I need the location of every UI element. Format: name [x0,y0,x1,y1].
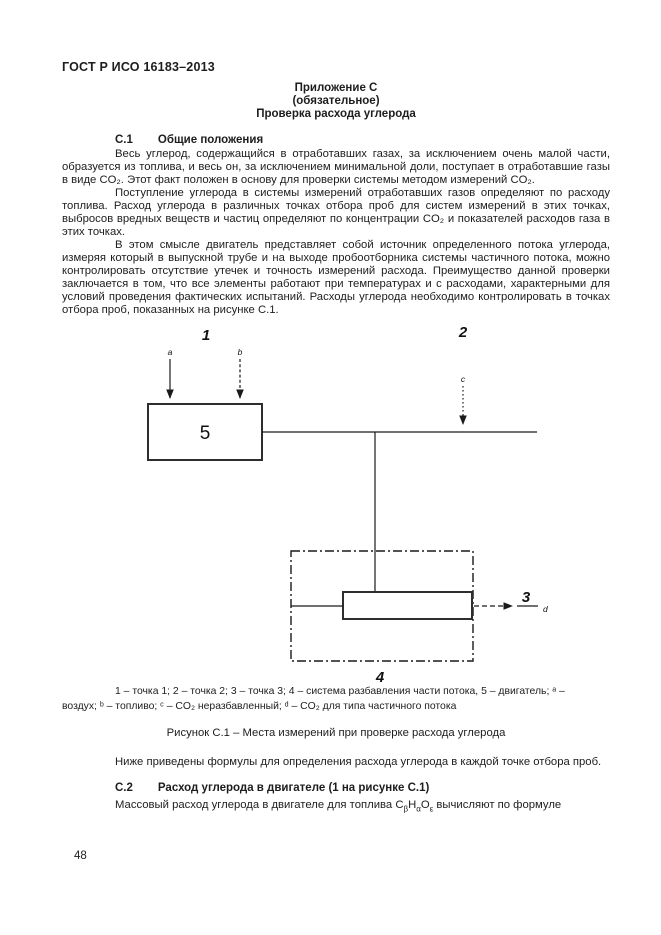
appendix-name: Проверка расхода углерода [256,108,416,120]
point-2-label: 2 [458,325,468,341]
section-c1-body: Весь углерод, содержащийся в отработавши… [62,148,610,317]
paragraph: В этом смысле двигатель представляет соб… [62,239,610,316]
point-3-label: 3 [522,589,531,606]
dilution-system-label: 4 [375,669,385,685]
figure-c1-diagram: 1 2 a b 5 c 3 d 4 [147,325,548,685]
appendix-title-block: Приложение С (обязательное) Проверка рас… [62,82,610,121]
appendix-subtitle: (обязательное) [292,95,380,107]
c2-paragraph-prefix: Массовый расход углерода в двигателе для… [115,799,396,811]
fuel-inlet-label: b [238,347,243,357]
section-c1-heading: С.1 Общие положения [115,134,263,146]
document-header: ГОСТ Р ИСО 16183–2013 [62,60,215,74]
formula-element: O [420,799,430,811]
air-inlet-label: a [168,347,173,357]
fuel-formula: CβHαOε [395,799,434,814]
c2-paragraph-suffix: вычисляют по формуле [433,799,562,811]
section-c2-heading: С.2 Расход углерода в двигателе (1 на рис… [115,782,429,794]
raw-co2-probe-label: c [461,374,466,384]
section-c1-number: С.1 [115,134,133,146]
diluted-co2-label: d [543,604,548,614]
appendix-title: Приложение С [294,82,378,94]
page-number: 48 [74,850,87,862]
paragraph: Поступление углерода в системы измерений… [62,187,610,238]
section-c2-title: Расход углерода в двигателе (1 на рисунк… [157,782,430,794]
formulas-intro-paragraph: Ниже приведены формулы для определения р… [115,756,602,768]
point-1-label: 1 [202,327,210,344]
engine-label: 5 [200,423,211,444]
figure-caption-line: 1 – точка 1; 2 – точка 2; 3 – точка 3; 4… [115,686,565,697]
section-c1-title: Общие положения [157,134,264,146]
formula-element: H [408,799,417,811]
formula-element: C [395,799,404,811]
formula-subscript: ε [429,804,434,814]
figure-caption: 1 – точка 1; 2 – точка 2; 3 – точка 3; 4… [62,684,610,714]
figure-title: Рисунок С.1 – Места измерений при провер… [166,727,506,739]
figure-caption-line: воздух; ᵇ – топливо; ᶜ – CO₂ неразбавлен… [62,701,457,712]
c2-paragraph: Массовый расход углерода в двигателе для… [62,799,610,814]
paragraph: Весь углерод, содержащийся в отработавши… [62,148,610,186]
formula-subscript: β [403,804,409,814]
section-c2-number: С.2 [115,782,133,794]
formula-subscript: α [416,804,421,814]
dilution-tunnel-box [342,591,473,620]
